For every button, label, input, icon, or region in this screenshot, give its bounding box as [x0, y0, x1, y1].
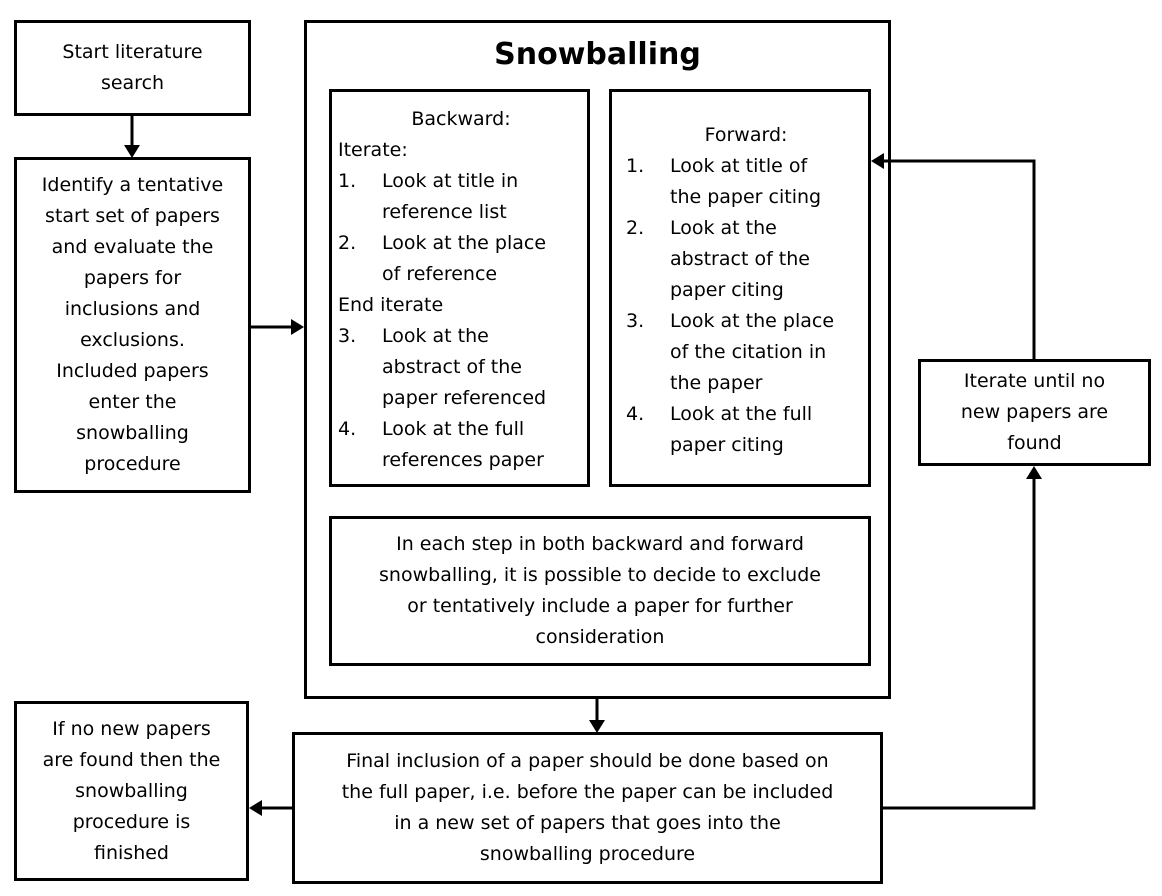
forward-item-line: Look at the place — [670, 310, 835, 332]
forward-item-number: 2. — [626, 217, 645, 239]
backward-item-number: 4. — [338, 418, 357, 440]
finished-line-4: procedure is — [72, 810, 191, 833]
forward-item-text: Look at the full paper citing — [670, 399, 866, 461]
identify-line-1: Identify a tentative — [41, 174, 224, 196]
backward-item-number: 3. — [338, 325, 357, 347]
finished-line-3: snowballing — [75, 779, 188, 802]
finished-line-2: are found then the — [42, 748, 221, 771]
start-line-1: Start literature — [62, 41, 203, 63]
identify-line-2: start set of papers — [45, 205, 220, 227]
backward-header: Backward: — [411, 108, 511, 130]
final-line-4: snowballing procedure — [479, 843, 696, 865]
identify-start-set-box: Identify a tentative start set of papers… — [14, 157, 251, 493]
forward-item: 1. Look at title of the paper citing — [626, 151, 866, 213]
final-inclusion-box: Final inclusion of a paper should be don… — [292, 732, 883, 884]
backward-item: 1. Look at title in reference list — [338, 166, 584, 228]
backward-end-iterate-label: End iterate — [338, 294, 444, 316]
backward-item-text: Look at the full references paper — [382, 414, 584, 476]
forward-item-line: Look at title of — [670, 155, 808, 177]
backward-iterate-label: Iterate: — [338, 139, 408, 161]
forward-item-text: Look at the place of the citation in the… — [670, 306, 866, 399]
backward-item: 3. Look at the abstract of the paper ref… — [338, 321, 584, 414]
note-line-1: In each step in both backward and forwar… — [396, 533, 804, 555]
arrow-final-to-iterate — [883, 476, 1036, 810]
forward-item-number: 3. — [626, 310, 645, 332]
iterate-line-1: Iterate until no — [963, 370, 1106, 392]
forward-item-number: 4. — [626, 403, 645, 425]
forward-item-text: Look at title of the paper citing — [670, 151, 866, 213]
forward-item-line: of the citation in — [670, 341, 827, 363]
backward-item-line: Look at the — [382, 325, 489, 347]
forward-item: 2. Look at the abstract of the paper cit… — [626, 213, 866, 306]
identify-line-4: papers for — [83, 267, 182, 289]
note-line-3: or tentatively include a paper for furth… — [407, 595, 793, 617]
finished-line-1: If no new papers — [52, 717, 211, 740]
backward-item-text: Look at title in reference list — [382, 166, 584, 228]
forward-box: Forward: 1. Look at title of the paper c… — [609, 89, 871, 487]
identify-line-7: Included papers — [56, 360, 209, 382]
arrowhead-identify-to-snowballing — [291, 319, 304, 335]
backward-item-number: 1. — [338, 170, 357, 192]
forward-list: Forward: 1. Look at title of the paper c… — [626, 120, 866, 461]
identify-line-5: inclusions and — [64, 298, 201, 320]
backward-item-line: abstract of the — [382, 356, 522, 378]
backward-item-number: 2. — [338, 232, 357, 254]
identify-line-10: procedure — [84, 453, 181, 475]
backward-item-line: reference list — [382, 201, 507, 223]
start-line-2: search — [100, 72, 165, 94]
arrow-iterate-to-forward — [881, 159, 1036, 359]
identify-line-8: enter the — [88, 391, 177, 413]
forward-item-line: the paper — [670, 372, 763, 394]
forward-item-line: abstract of the — [670, 248, 810, 270]
identify-line-3: and evaluate the — [51, 236, 214, 258]
iterate-until-box: Iterate until no new papers are found — [918, 359, 1151, 466]
backward-item-text: Look at the abstract of the paper refere… — [382, 321, 584, 414]
backward-item-line: Look at title in — [382, 170, 519, 192]
final-line-2: the full paper, i.e. before the paper ca… — [341, 781, 834, 803]
forward-item-line: Look at the — [670, 217, 777, 239]
forward-item: 3. Look at the place of the citation in … — [626, 306, 866, 399]
backward-item-text: Look at the place of reference — [382, 228, 584, 290]
forward-item-line: paper citing — [670, 434, 784, 456]
snowballing-title: Snowballing — [494, 37, 701, 72]
forward-item-text: Look at the abstract of the paper citing — [670, 213, 866, 306]
forward-item-number: 1. — [626, 155, 645, 177]
backward-item-line: Look at the place — [382, 232, 547, 254]
arrowhead-final-to-finished — [249, 800, 262, 816]
forward-item: 4. Look at the full paper citing — [626, 399, 866, 461]
backward-list: Backward: Iterate: 1. Look at title in r… — [338, 104, 584, 476]
backward-item-line: Look at the full — [382, 418, 525, 440]
backward-item-line: of reference — [382, 263, 498, 285]
note-line-2: snowballing, it is possible to decide to… — [379, 564, 821, 586]
backward-item: 4. Look at the full references paper — [338, 414, 584, 476]
forward-item-line: paper citing — [670, 279, 784, 301]
iterate-line-2: new papers are — [960, 401, 1109, 423]
identify-line-9: snowballing — [76, 422, 189, 444]
final-line-1: Final inclusion of a paper should be don… — [346, 750, 829, 772]
note-line-4: consideration — [535, 626, 665, 648]
final-line-3: in a new set of papers that goes into th… — [394, 812, 781, 834]
backward-item-line: paper referenced — [382, 387, 547, 409]
iterate-line-3: found — [1007, 432, 1062, 454]
arrowhead-final-to-iterate — [1026, 466, 1042, 479]
backward-item-line: references paper — [382, 449, 544, 471]
decision-note-box: In each step in both backward and forwar… — [329, 516, 871, 666]
finished-line-5: finished — [94, 841, 169, 864]
backward-box: Backward: Iterate: 1. Look at title in r… — [329, 89, 590, 487]
backward-item: 2. Look at the place of reference — [338, 228, 584, 290]
procedure-finished-box: If no new papers are found then the snow… — [14, 701, 249, 881]
forward-item-line: the paper citing — [670, 186, 822, 208]
forward-header: Forward: — [704, 124, 788, 146]
identify-line-6: exclusions. — [80, 329, 185, 351]
forward-item-line: Look at the full — [670, 403, 813, 425]
start-literature-search-box: Start literature search — [14, 20, 251, 116]
